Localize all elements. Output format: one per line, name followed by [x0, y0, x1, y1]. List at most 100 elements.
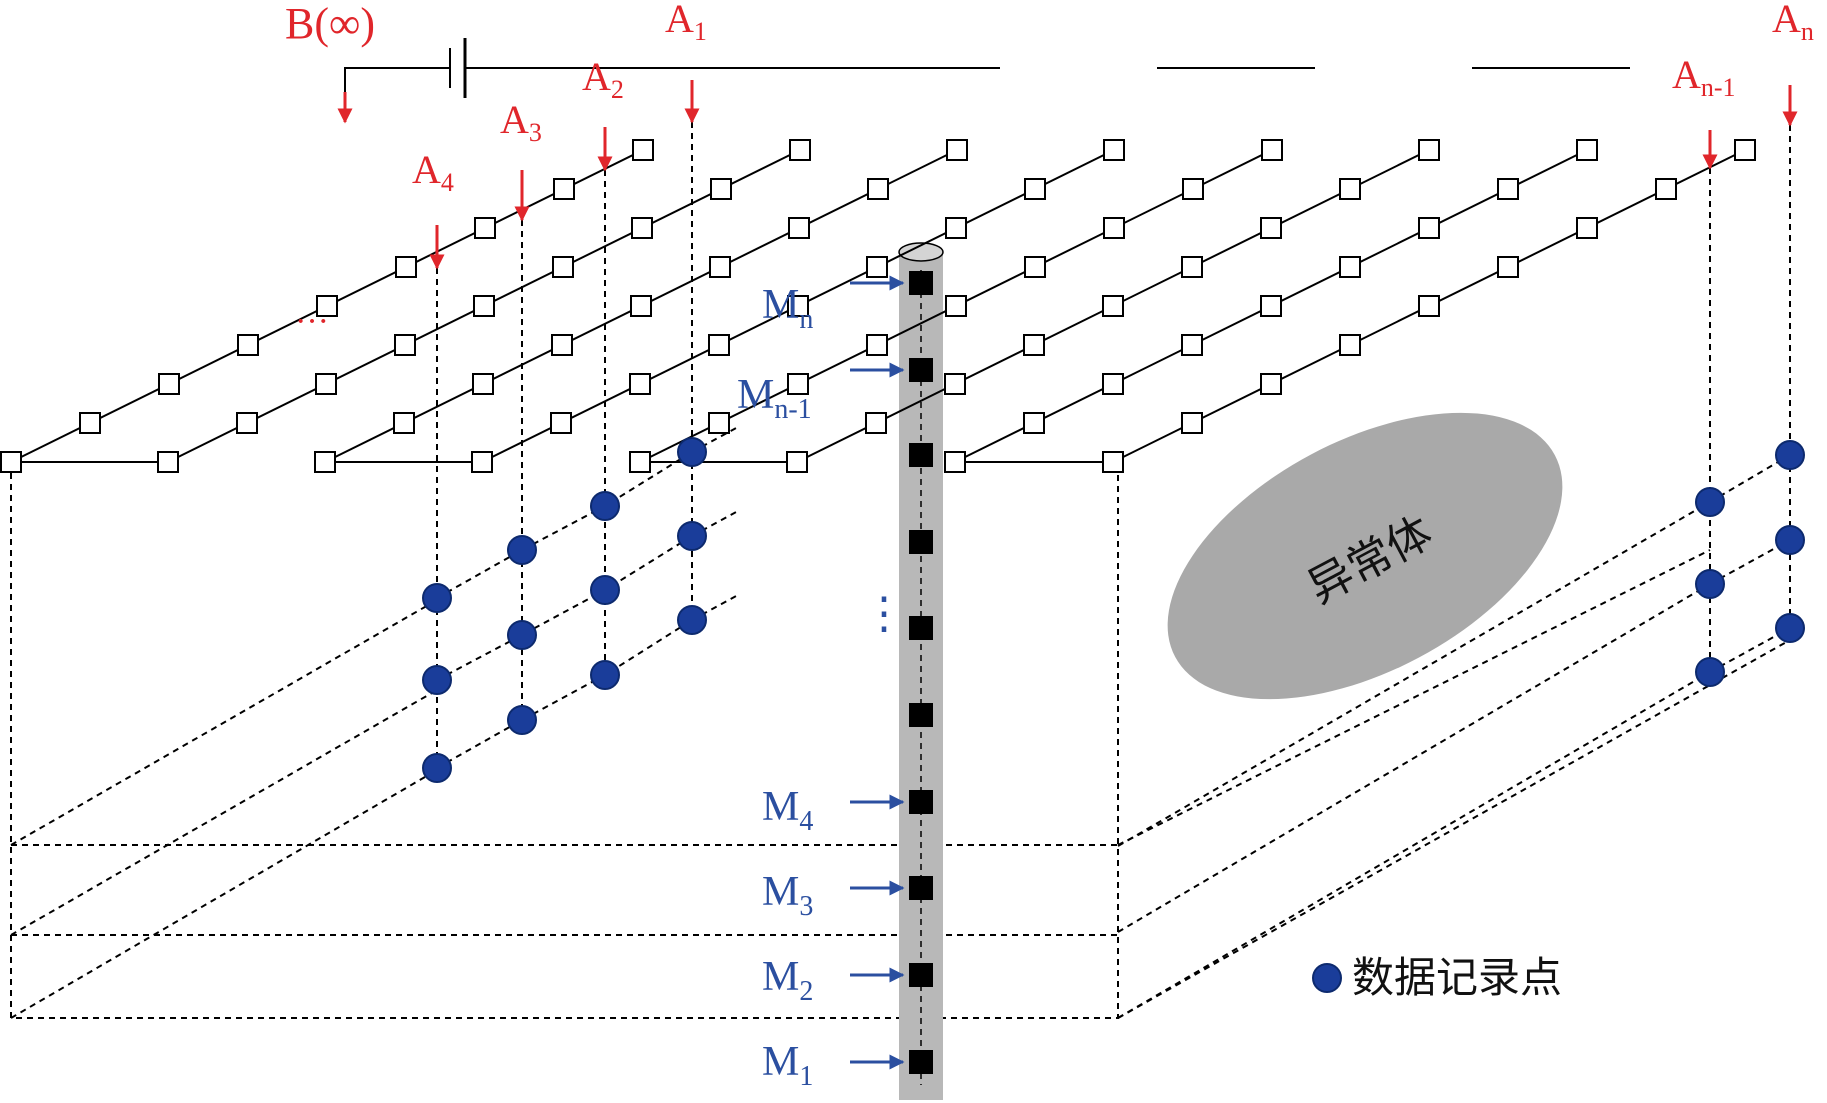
surface-electrode-icon	[237, 334, 259, 356]
surface-electrode-icon	[787, 373, 809, 395]
box-diag-2	[10, 689, 438, 936]
surface-electrode-icon	[710, 178, 732, 200]
surface-electrode-icon	[1023, 334, 1045, 356]
label-m4: M4	[762, 784, 813, 837]
surface-electrode-icon	[629, 451, 651, 473]
surface-electrode-icon	[1576, 139, 1598, 161]
data-point-link	[691, 426, 739, 453]
data-point-link	[691, 510, 739, 537]
data-point-icon	[422, 753, 452, 783]
surface-electrode-icon	[708, 412, 730, 434]
surface-electrode-icon	[1102, 295, 1124, 317]
box-front-face	[10, 462, 1119, 1019]
surface-electrode-icon	[946, 139, 968, 161]
borehole-receiver-icon	[909, 876, 933, 900]
label-an: An	[1772, 0, 1814, 46]
label-m2: M2	[762, 954, 813, 1007]
legend: 数据记录点	[1312, 956, 1562, 1002]
data-point-link	[1709, 454, 1791, 503]
box-diag-3	[10, 599, 438, 846]
borehole-receiver-icon	[909, 530, 933, 554]
box-right-edge	[1117, 639, 1791, 1019]
surface-electrode-icon	[1181, 412, 1203, 434]
data-point-link	[436, 451, 693, 599]
data-point-icon	[507, 535, 537, 565]
data-point-link	[691, 594, 739, 621]
data-point-icon	[507, 620, 537, 650]
surface-electrode-icon	[551, 334, 573, 356]
surface-electrode-icon	[393, 412, 415, 434]
surface-electrode-icon	[789, 139, 811, 161]
label-a3: A3	[500, 97, 542, 147]
label-a1: A1	[665, 0, 707, 46]
label-a2: A2	[582, 54, 624, 104]
label-a4: A4	[412, 147, 454, 197]
surface-electrode-icon	[1497, 256, 1519, 278]
surface-electrode-icon	[1418, 139, 1440, 161]
surface-electrode-icon	[472, 373, 494, 395]
data-point-icon	[1695, 657, 1725, 687]
legend-dot-icon	[1312, 963, 1342, 993]
surface-electrode-icon	[1102, 451, 1124, 473]
borehole-receiver-icon	[909, 271, 933, 295]
borehole-receiver-icon	[909, 358, 933, 382]
borehole-receiver-icon	[909, 443, 933, 467]
borehole-receiver-icon	[909, 703, 933, 727]
data-point-icon	[677, 437, 707, 467]
surface-electrode-icon	[552, 256, 574, 278]
label-b: B(∞)	[285, 0, 375, 48]
surface-electrode-icon	[708, 334, 730, 356]
surface-electrode-icon	[1024, 178, 1046, 200]
data-point-icon	[422, 665, 452, 695]
surface-electrode-icon	[629, 373, 651, 395]
surface-electrode-icon	[631, 217, 653, 239]
box-layer-edge-1	[1117, 549, 1711, 846]
label-mn1: Mn-1	[737, 372, 812, 425]
surface-electrode-icon	[866, 334, 888, 356]
surface-electrode-icon	[1655, 178, 1677, 200]
surface-electrode-icon	[786, 451, 808, 473]
data-point-icon	[507, 705, 537, 735]
surface-electrode-icon	[1102, 373, 1124, 395]
surface-electrode-icon	[473, 295, 495, 317]
surface-electrode-icon	[158, 373, 180, 395]
surface-electrode-icon	[236, 412, 258, 434]
data-point-link	[1709, 627, 1791, 673]
surface-electrode-icon	[1103, 139, 1125, 161]
box-diag-1	[10, 769, 438, 1019]
data-point-link	[436, 535, 693, 681]
surface-electrode-icon	[1339, 334, 1361, 356]
surface-electrode-icon	[1734, 139, 1756, 161]
surface-electrode-icon	[395, 256, 417, 278]
surface-electrode-icon	[945, 217, 967, 239]
data-point-icon	[590, 575, 620, 605]
surface-electrode-icon	[1260, 217, 1282, 239]
surface-electrode-icon	[394, 334, 416, 356]
borehole-receiver-icon	[909, 963, 933, 987]
data-point-icon	[1695, 487, 1725, 517]
surface-electrodes	[0, 139, 1756, 473]
surface-electrode-icon	[1497, 178, 1519, 200]
surface-electrode-icon	[1260, 295, 1282, 317]
data-point-icon	[590, 491, 620, 521]
surface-electrode-icon	[550, 412, 572, 434]
surface-electrode-icon	[865, 412, 887, 434]
label-m3: M3	[762, 869, 813, 922]
data-point-link	[436, 619, 693, 769]
data-point-icon	[1695, 569, 1725, 599]
surface-electrode-icon	[0, 451, 22, 473]
data-point-icon	[677, 521, 707, 551]
data-point-icon	[590, 660, 620, 690]
surface-electrode-icon	[1023, 412, 1045, 434]
surface-electrode-icon	[630, 295, 652, 317]
surface-electrode-icon	[632, 139, 654, 161]
surface-electrode-icon	[945, 295, 967, 317]
surface-electrode-icon	[1182, 178, 1204, 200]
anomaly-body: 异常体	[1167, 412, 1563, 700]
data-point-icon	[1775, 440, 1805, 470]
surface-electrode-icon	[1418, 295, 1440, 317]
label-an1: An-1	[1672, 52, 1736, 102]
receiver-arrows	[850, 275, 905, 1070]
surface-electrode-icon	[79, 412, 101, 434]
data-point-link	[1117, 501, 1711, 847]
